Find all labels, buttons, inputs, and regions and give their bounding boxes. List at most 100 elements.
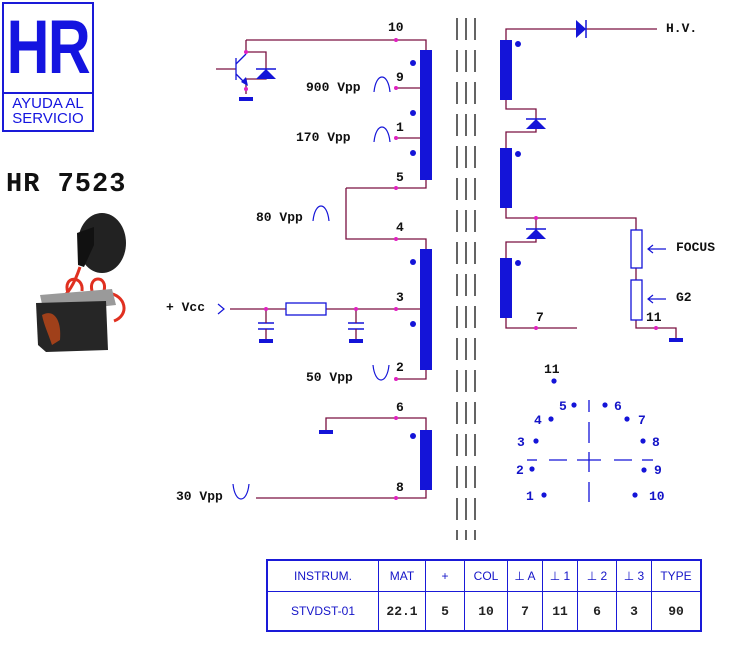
spec-header-gnd-a: ⊥ A [507, 559, 543, 592]
pinout-dot-9 [641, 467, 647, 473]
pulse-waveform-icon [312, 205, 330, 222]
secondary-diode-1 [526, 119, 546, 129]
pinout-dot-1 [541, 492, 547, 498]
node [354, 307, 358, 311]
spec-value-plus: 5 [425, 591, 465, 632]
pin-label-9: 9 [396, 70, 404, 85]
pinout-top-label: 11 [544, 362, 560, 377]
spec-value-gnd-a: 7 [507, 591, 543, 632]
spec-header-mat: MAT [378, 559, 426, 592]
pinout-dot-5 [571, 402, 577, 408]
winding-primary-3 [420, 430, 432, 490]
pin-label-7: 7 [536, 310, 544, 325]
node [394, 186, 398, 190]
inverted-pulse-icon [372, 364, 390, 381]
polarity-dot [410, 259, 416, 265]
brand-logo: HR AYUDA AL SERVICIO [2, 2, 94, 132]
pinout-num-3: 3 [517, 435, 525, 450]
wire-pin5 [346, 180, 427, 189]
ground-icon-pin6 [319, 430, 333, 434]
hv-label: H.V. [666, 21, 697, 36]
node [394, 237, 398, 241]
signal-level-pin2: 50 Vpp [306, 370, 353, 385]
photo-suction-cup [78, 213, 126, 273]
pinout-dot-7 [624, 416, 630, 422]
polarity-dot [410, 433, 416, 439]
node [394, 377, 398, 381]
polarity-dot [515, 41, 521, 47]
filter-resistor [285, 302, 327, 316]
spec-value-gnd-1: 11 [542, 591, 578, 632]
transistor-emitter-arrow [241, 77, 248, 86]
wire-transistor-collector [245, 40, 267, 94]
pinout-num-7: 7 [638, 413, 646, 428]
node [394, 496, 398, 500]
spec-header-instrum: INSTRUM. [266, 559, 379, 592]
node [244, 50, 248, 54]
g2-wiper-arrow [647, 294, 666, 304]
inverted-pulse-icon [232, 483, 250, 500]
polarity-dot [410, 150, 416, 156]
pinout-dot-6 [602, 402, 608, 408]
secondary-diode-2 [526, 229, 546, 239]
ground-icon-cap-2 [349, 339, 363, 343]
wire-pin5-4-loop [345, 188, 427, 249]
spec-value-type: 90 [651, 591, 702, 632]
damper-diode-icon [256, 69, 276, 79]
node [264, 307, 268, 311]
pin-label-2: 2 [396, 360, 404, 375]
logo-subtitle: AYUDA AL SERVICIO [4, 96, 92, 126]
node [394, 307, 398, 311]
node [394, 136, 398, 140]
spec-table: INSTRUM. MAT + COL ⊥ A ⊥ 1 ⊥ 2 ⊥ 3 TYPE … [266, 559, 702, 632]
photo-coil [42, 313, 61, 345]
logo-subtitle-line1: AYUDA AL [12, 95, 84, 112]
winding-primary-1 [420, 50, 432, 180]
spec-value-gnd-2: 6 [577, 591, 617, 632]
focus-potentiometer [630, 229, 643, 269]
wire-pin7 [505, 318, 577, 329]
pinout-num-4: 4 [534, 413, 542, 428]
pin-label-5: 5 [396, 170, 404, 185]
polarity-dot [410, 110, 416, 116]
spec-header-type: TYPE [651, 559, 702, 592]
pin-label-10: 10 [388, 20, 404, 35]
pinout-num-9: 9 [654, 463, 662, 478]
polarity-dot [515, 260, 521, 266]
spec-header-gnd-3: ⊥ 3 [616, 559, 652, 592]
polarity-dot [515, 151, 521, 157]
wire-hv [505, 28, 657, 40]
node [394, 416, 398, 420]
wire-pin2 [396, 370, 427, 380]
pin-label-1: 1 [396, 120, 404, 135]
pinout-dot-8 [640, 438, 646, 444]
wire-pin10 [246, 39, 427, 50]
supply-label: + Vcc [166, 300, 205, 315]
g2-label: G2 [676, 290, 692, 305]
wire-pin6 [325, 417, 427, 430]
focus-label: FOCUS [676, 240, 715, 255]
focus-wiper-arrow [647, 244, 666, 254]
wire-pin8 [256, 490, 427, 499]
transistor-collector-leg [235, 53, 247, 65]
node [394, 38, 398, 42]
pinout-num-5: 5 [559, 399, 567, 414]
photo-hv-cable-boot [77, 227, 94, 267]
flyback-photo [36, 213, 126, 352]
pin-label-4: 4 [396, 220, 404, 235]
pulse-waveform-icon [373, 126, 391, 143]
logo-subtitle-line2: SERVICIO [12, 110, 84, 127]
signal-level-pin9: 900 Vpp [306, 80, 361, 95]
pin-label-3: 3 [396, 290, 404, 305]
winding-secondary-3 [500, 258, 512, 318]
hv-diode-icon [576, 20, 586, 38]
pinout-num-1: 1 [526, 489, 534, 504]
pinout-dot-3 [533, 438, 539, 444]
pinout-num-6: 6 [614, 399, 622, 414]
filter-cap-1 [258, 322, 274, 330]
spec-table-header-row: INSTRUM. MAT + COL ⊥ A ⊥ 1 ⊥ 2 ⊥ 3 TYPE [266, 559, 702, 592]
spec-header-col: COL [464, 559, 508, 592]
pinout-num-8: 8 [652, 435, 660, 450]
logo-brand-text: HR [6, 5, 91, 90]
